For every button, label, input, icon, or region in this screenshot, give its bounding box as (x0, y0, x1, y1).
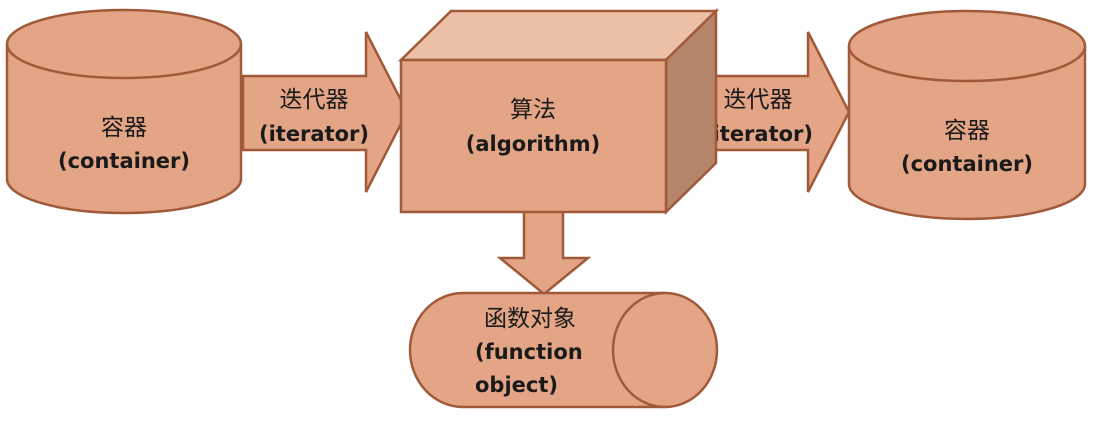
right-container-label-en: (container) (901, 152, 1033, 176)
right-container-label-zh: 容器 (944, 118, 990, 144)
down-arrow (496, 208, 592, 296)
left-container-label-en: (container) (58, 149, 190, 173)
algorithm-label-zh: 算法 (510, 97, 556, 123)
right-iterator-label-zh: 迭代器 (724, 87, 793, 113)
function-object-label-en-line2: object) (475, 373, 558, 397)
algorithm-label-en: (algorithm) (466, 132, 600, 156)
right-container-cylinder: 容器 (container) (847, 9, 1087, 221)
algorithm-box: 算法 (algorithm) (397, 8, 720, 215)
function-object-cylinder: 函数对象 (function object) (408, 291, 719, 409)
left-iterator-label-zh: 迭代器 (280, 87, 349, 113)
left-iterator-label-en: (iterator) (259, 122, 369, 146)
function-object-label-zh: 函数对象 (484, 306, 576, 332)
function-object-label-en-line1: (function (475, 340, 583, 364)
left-iterator-arrow: 迭代器 (iterator) (241, 31, 409, 193)
right-iterator-label-en: (iterator) (703, 122, 813, 146)
left-container-cylinder: 容器 (container) (5, 8, 243, 215)
left-container-label-zh: 容器 (101, 115, 147, 141)
